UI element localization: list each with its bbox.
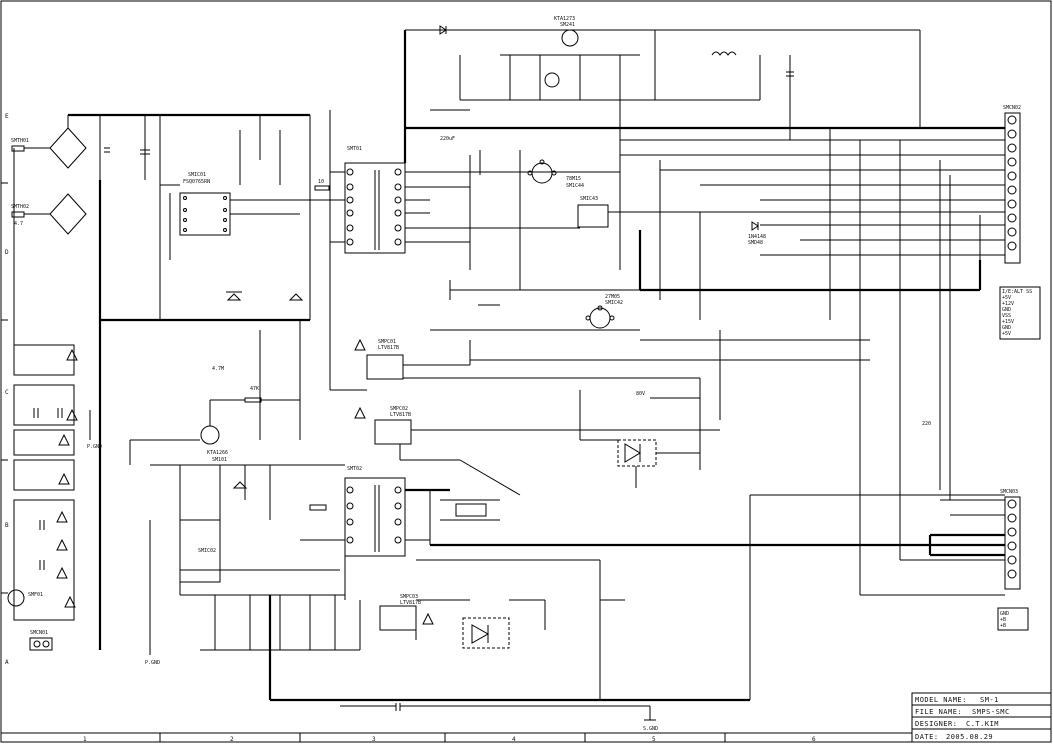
pin-table-top: +12V: [1002, 301, 1014, 307]
row-label: A: [5, 659, 9, 666]
pc3-sub: LTV817B: [400, 600, 421, 606]
column-label: 5: [652, 736, 656, 743]
designer-value: C.T.KIM: [966, 720, 999, 728]
ground-label: P.GND: [87, 444, 102, 450]
input-section: SMTH01 SMTH02 4.7: [7, 113, 310, 666]
resistor-10-label: 10: [318, 179, 324, 185]
pin-table-top: +5V: [1002, 295, 1011, 301]
reg2-sub: SMIC42: [605, 300, 623, 306]
row-label: B: [5, 522, 9, 529]
output-bus: [620, 95, 1005, 700]
model-value: SM-1: [980, 696, 999, 704]
q-mid-sub: SM101: [212, 457, 227, 463]
thermistor-1-label: SMTH01: [11, 138, 29, 144]
ic01-label: SMIC01: [188, 172, 206, 178]
reg1-label: 78M15: [566, 176, 581, 182]
date-value: 2005.08.29: [946, 733, 993, 741]
ground-label-s: S.GND: [643, 726, 658, 732]
pc1-sub: LTV817B: [378, 345, 399, 351]
regulators: 78M15 SM1C44 SMIC43 27M05 SMIC42 1N4148 …: [430, 100, 766, 331]
column-label: 4: [512, 736, 516, 743]
column-label: 1: [83, 736, 87, 743]
res-4m7-label: 4.7M: [212, 366, 224, 372]
transformer-1: SMT01: [329, 110, 430, 390]
q-mid-label: KTA1266: [207, 450, 228, 456]
row-label: E: [5, 113, 9, 120]
file-label: FILE NAME:: [915, 708, 962, 716]
pc2-sub: LTV817B: [390, 412, 411, 418]
shunt-reg-1: [617, 439, 657, 467]
ic-secondary-label: SMIC02: [198, 548, 216, 554]
pin-table-top: +15V: [1002, 319, 1014, 325]
pin-table-top: I/E:ALT SS: [1002, 289, 1032, 295]
cap-220uf-label: 220uF: [440, 136, 455, 142]
reg2-label: 27M05: [605, 294, 620, 300]
connector-cn03: SMCN03 GND +B +B: [997, 489, 1029, 631]
ground-label: P.GND: [145, 660, 160, 666]
pc3-label: SMPC03: [400, 594, 418, 600]
reg1-sub: SM1C44: [566, 183, 584, 189]
pin-table-top: VSS: [1002, 313, 1011, 319]
q-top-label: KTA1273: [554, 16, 575, 22]
designer-label: DESIGNER:: [915, 720, 957, 728]
row-label: D: [5, 249, 9, 256]
res-47k-label: 47K: [250, 386, 259, 392]
connector-cn02-label: SMCN02: [1003, 105, 1021, 111]
column-label: 6: [812, 736, 816, 743]
row-markers: E D C B A: [1, 113, 9, 666]
column-label: 3: [372, 736, 376, 743]
pin-table-top: GND: [1002, 325, 1011, 331]
res-220-label: 220: [922, 421, 931, 427]
date-label: DATE:: [915, 733, 939, 741]
connector-cn03-label: SMCN03: [1000, 489, 1018, 495]
pc1-label: SMPC01: [378, 339, 396, 345]
top-section: KTA1273 SM241 220uF: [403, 16, 1005, 163]
pin-table-bottom: +B: [1000, 617, 1006, 623]
ic01-body: [179, 192, 231, 236]
row-label: C: [5, 389, 9, 396]
transformer-2: SMT02 SMIC02: [150, 464, 1005, 732]
title-block: MODEL NAME: SM-1 FILE NAME: SMPS-SMC DES…: [911, 692, 1052, 743]
primary-control: SMIC01 FSQ0765RN 10 KTA1266 SM101 4: [100, 115, 345, 465]
pin-table-top: +5V: [1002, 331, 1011, 337]
column-label: 2: [230, 736, 234, 743]
reg-smic-label: SMIC43: [580, 196, 598, 202]
thermistor-2-label: SMTH02: [11, 204, 29, 210]
pin-table-bottom: +B: [1000, 623, 1006, 629]
optocouplers: SMPC01 LTV817B SMPC02 LTV817B SMPC03 LTV…: [330, 338, 931, 649]
diode-4148-label: 1N4148: [748, 234, 766, 240]
pc2-label: SMPC02: [390, 406, 408, 412]
pc3-body: [379, 605, 417, 631]
model-label: MODEL NAME:: [915, 696, 967, 704]
file-value: SMPS-SMC: [972, 708, 1010, 716]
transformer-1-label: SMT01: [347, 146, 362, 152]
thermistor-value: 4.7: [14, 221, 23, 227]
cap-80v-label: 80V: [636, 391, 645, 397]
pc1-body: [366, 354, 404, 380]
fuse-label: SMF01: [28, 592, 43, 598]
pin-table-bottom: GND: [1000, 611, 1009, 617]
q-top-sub: SM241: [560, 22, 575, 28]
transformer-2-label: SMT02: [347, 466, 362, 472]
shunt-reg-2: [462, 617, 510, 649]
pc2-body: [374, 419, 412, 445]
ic01-type: FSQ0765RN: [183, 179, 210, 185]
connector-bl-label: SMCN01: [30, 630, 48, 636]
connector-cn02: SMCN02 I/E:ALT SS +5V +12V GND VSS +15V …: [999, 105, 1041, 340]
column-markers: 1 2 3 4 5 6: [83, 733, 816, 743]
diode-4148-sub: SMD48: [748, 240, 763, 246]
pin-table-top: GND: [1002, 307, 1011, 313]
